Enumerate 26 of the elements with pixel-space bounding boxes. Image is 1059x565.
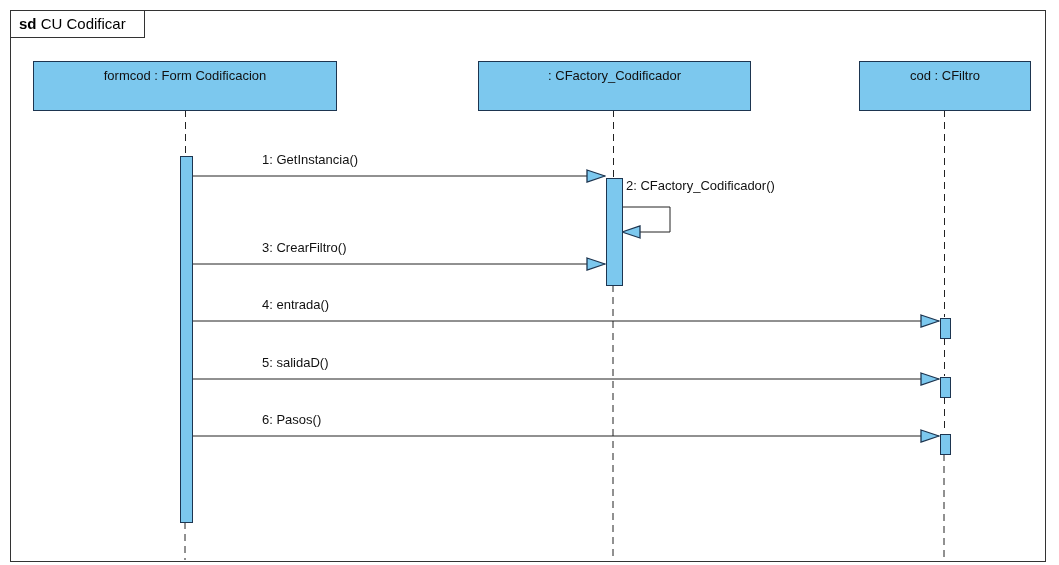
lifeline [613, 109, 614, 178]
lifeline [944, 109, 945, 318]
message-arrow [191, 372, 940, 386]
message-arrow [191, 169, 606, 183]
self-message-arrow [621, 206, 671, 239]
message-label: 3: CrearFiltro() [262, 240, 347, 255]
activation-bar [940, 434, 951, 455]
activation-bar [606, 178, 623, 286]
activation-bar [940, 318, 951, 339]
lifeline-head: : CFactory_Codificador [478, 61, 751, 111]
message-label: 1: GetInstancia() [262, 152, 359, 167]
lifeline-head: formcod : Form Codificacion [33, 61, 337, 111]
message-label: 6: Pasos() [262, 412, 322, 427]
message-arrow [191, 429, 940, 443]
frame-title: sd CU Codificar [11, 11, 145, 38]
message-label: 2: CFactory_Codificador() [626, 178, 775, 193]
lifeline [944, 337, 945, 377]
message-label: 5: salidaD() [262, 355, 329, 370]
lifeline-head: cod : CFiltro [859, 61, 1031, 111]
message-arrow [191, 314, 940, 328]
message-arrow [191, 257, 606, 271]
diagram-frame [10, 10, 1046, 562]
activation-bar [940, 377, 951, 398]
message-label: 4: entrada() [262, 297, 330, 312]
activation-bar [180, 156, 193, 523]
lifeline [185, 109, 186, 156]
